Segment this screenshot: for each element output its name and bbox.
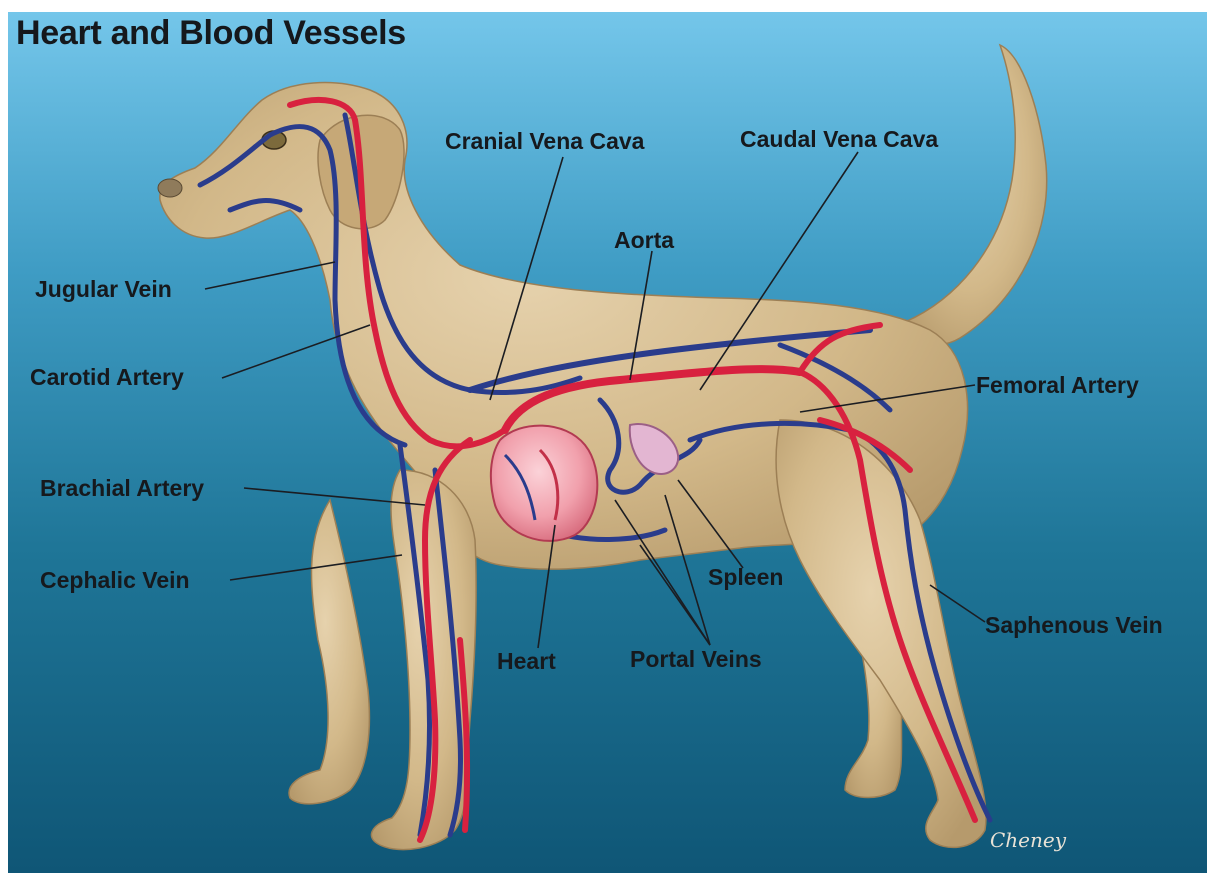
label-heart: Heart — [497, 650, 556, 673]
label-cranial-vena-cava: Cranial Vena Cava — [445, 130, 644, 153]
label-jugular-vein: Jugular Vein — [35, 278, 172, 301]
page-title: Heart and Blood Vessels — [16, 14, 406, 53]
label-carotid-artery: Carotid Artery — [30, 366, 184, 389]
label-aorta: Aorta — [614, 229, 674, 252]
artist-signature: Cheney — [990, 828, 1066, 852]
dog-nose — [158, 179, 182, 197]
label-cephalic-vein: Cephalic Vein — [40, 569, 190, 592]
label-brachial-artery: Brachial Artery — [40, 477, 204, 500]
dog-silhouette — [160, 45, 1047, 850]
label-femoral-artery: Femoral Artery — [976, 374, 1139, 397]
label-caudal-vena-cava: Caudal Vena Cava — [740, 128, 938, 151]
heart-organ — [491, 426, 597, 541]
label-portal-veins: Portal Veins — [630, 648, 762, 671]
label-saphenous-vein: Saphenous Vein — [985, 614, 1163, 637]
label-spleen: Spleen — [708, 566, 783, 589]
